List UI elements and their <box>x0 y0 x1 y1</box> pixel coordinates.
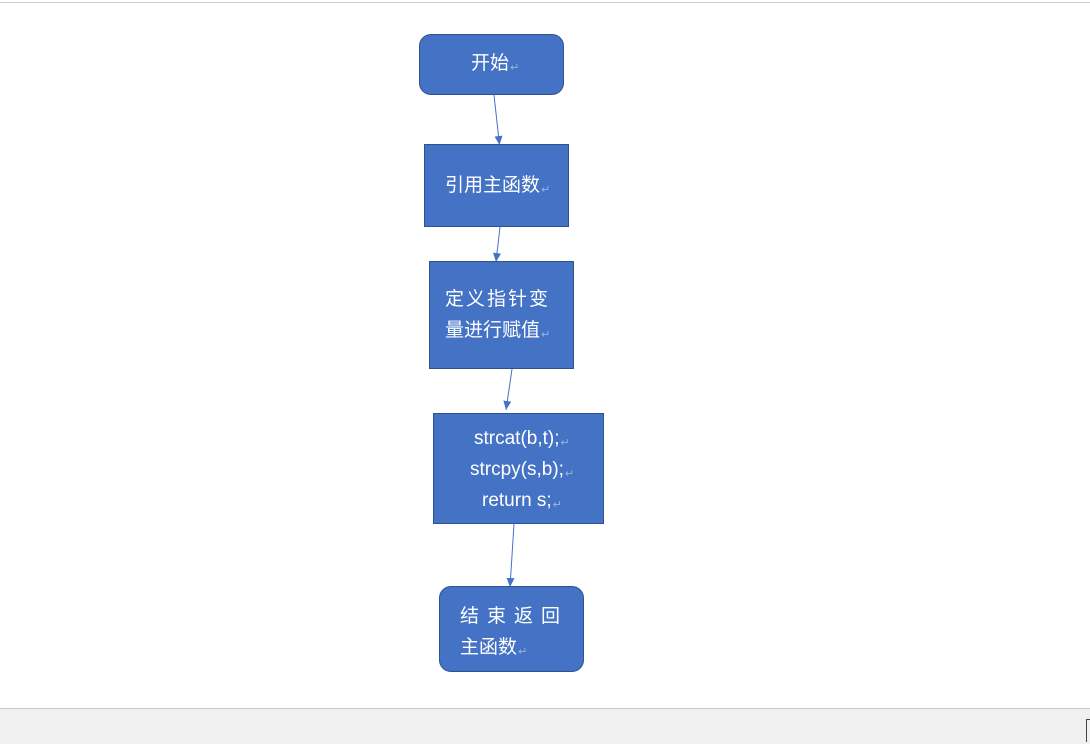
node-start-text: 开始 <box>471 52 510 74</box>
edge-code-block-to-end <box>506 523 515 588</box>
node-start[interactable]: 开始↵ <box>419 34 564 95</box>
node-end[interactable]: 结束返回 主函数↵ <box>439 586 584 672</box>
paragraph-mark: ↵ <box>518 645 528 658</box>
node-define-pointer[interactable]: 定义指针变 量进行赋值↵ <box>429 261 574 369</box>
edge-start-to-call-main <box>493 94 503 146</box>
paragraph-mark: ↵ <box>510 61 520 74</box>
paragraph-mark: ↵ <box>560 437 570 449</box>
status-bar <box>0 708 1090 744</box>
node-code-line-3: return s; <box>482 490 552 511</box>
paragraph-mark: ↵ <box>564 468 575 480</box>
corner-mark <box>1086 719 1090 742</box>
node-end-line-2: 主函数 <box>460 636 518 658</box>
node-call-main-text: 引用主函数 <box>445 174 541 196</box>
edge-define-pointer-to-code-block <box>503 368 513 411</box>
paragraph-mark: ↵ <box>552 499 562 511</box>
top-border <box>0 2 1090 3</box>
paragraph-mark: ↵ <box>541 328 551 341</box>
node-code-block[interactable]: strcat(b,t);↵ strcpy(s,b);↵ return s;↵ <box>433 413 604 524</box>
node-call-main[interactable]: 引用主函数↵ <box>424 144 569 227</box>
node-define-pointer-line-2: 量进行赋值 <box>445 319 541 341</box>
node-code-line-1: strcat(b,t); <box>474 428 560 449</box>
edge-call-main-to-define-pointer <box>493 226 501 263</box>
paragraph-mark: ↵ <box>541 183 551 196</box>
node-end-line-1: 结束返回 <box>460 605 569 627</box>
node-code-line-2: strcpy(s,b); <box>470 459 564 480</box>
node-define-pointer-line-1: 定义指针变 <box>445 288 551 310</box>
